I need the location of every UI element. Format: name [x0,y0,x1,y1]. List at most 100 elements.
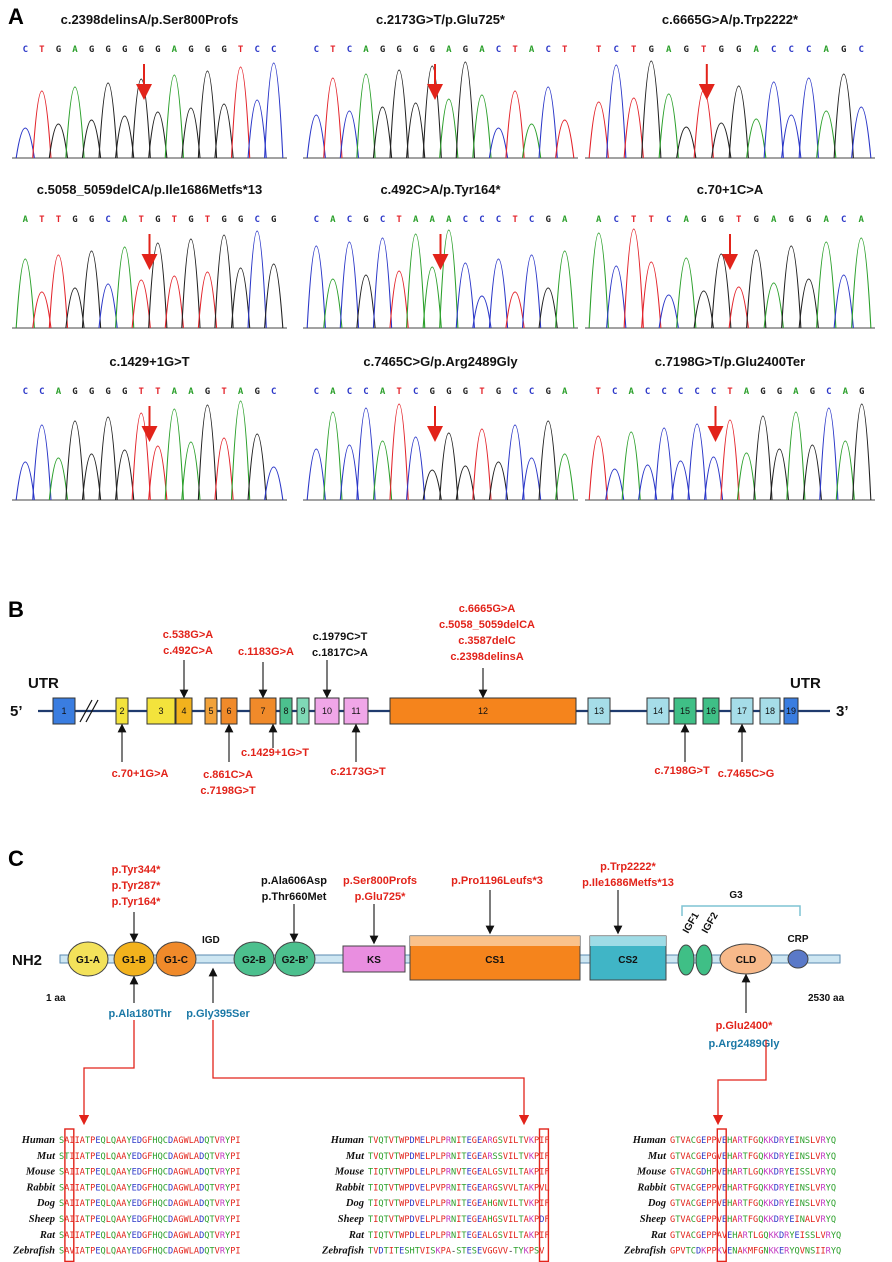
aligned-sequence: GTVACGDHPVEHARTLGQKKDRYEISSLVRYQ [670,1168,836,1178]
peak [816,241,837,329]
peak [786,411,806,501]
exon-number: 6 [226,706,231,716]
peak [15,461,35,501]
base-call: T [205,215,211,225]
base-call: G [777,387,782,397]
base-call: A [430,215,436,225]
base-call: C [314,45,319,55]
peak [505,90,525,159]
base-call: T [512,215,518,225]
base-call: C [512,387,517,397]
base-call: C [463,215,468,225]
peak [802,444,822,501]
peak [15,258,35,329]
base-call: G [754,215,759,225]
base-call: C [413,387,418,397]
species-label: Dog [647,1198,666,1209]
species-label: Human [21,1135,55,1146]
base-call: C [711,387,716,397]
peak [372,440,393,501]
exon-number: 7 [260,706,265,716]
domain-g1a: G1-A [76,955,100,966]
base-call: C [380,215,385,225]
base-call: A [666,45,672,55]
base-call: T [631,45,637,55]
peak [555,250,575,329]
aligned-sequence: TIQTVTWPDVELPLPRNITEGEAHGNVILTVKPIF [368,1199,550,1209]
base-call: G [105,387,110,397]
mutation-label: c.538G>A [163,629,214,641]
peak [306,245,326,329]
base-call: C [841,215,846,225]
base-call: C [314,387,319,397]
mutation-label: p.Gly395Ser [186,1008,250,1020]
base-call: G [122,387,127,397]
aligned-sequence: GTVACGEPPVEHARTFGQKKDRYEINSLVRYQ [670,1199,836,1209]
base-call: T [727,387,733,397]
peak [439,98,459,159]
mutation-label: c.7198G>T [200,785,256,797]
five-prime-end: 5’ [10,703,23,720]
mutation-label: p.Tyr164* [112,896,161,908]
species-label: Rat [348,1230,365,1241]
protein-structure: NH2 1 aa 2530 aa IGD G1-A G1-B G1-C G2-B… [12,861,845,1262]
peak [605,468,625,501]
aligned-sequence: SAIIATPEQLQAAYEDGFHQCDAGWLADQTVRYPI [59,1231,241,1241]
peak [181,441,201,501]
aligned-sequence: TVQTVTWPDMELPLPRNITEGEARGSVILTVKPIF [368,1136,550,1146]
peak [555,119,575,159]
domain-cld: CLD [736,955,757,966]
species-label: Mut [647,1151,667,1162]
peak [115,115,135,159]
peak [264,263,284,329]
mutation-label: c.7198G>T [654,765,710,777]
peak [181,238,201,329]
species-label: Mouse [25,1167,56,1178]
chromatogram-title: c.7198G>T/p.Glu2400Ter [655,354,805,369]
base-call: T [39,215,45,225]
peak [306,114,326,159]
exon-number: 11 [351,706,360,716]
peak [164,408,185,501]
base-call: C [314,215,319,225]
peak [230,267,251,329]
peak [32,291,52,329]
base-call: A [754,45,760,55]
base-call: A [596,215,602,225]
mutation-label: p.Thr660Met [262,891,327,903]
exon-number: 18 [765,706,775,716]
base-call: A [562,387,568,397]
peak [488,461,509,501]
domain-g1b: G1-B [122,955,146,966]
peak [422,469,442,501]
peak [81,250,102,329]
peak [623,97,644,159]
peak [164,275,185,329]
peak [81,453,102,501]
peak [538,420,558,501]
aligned-sequence: GTVACGEPPVEHARTFGQKKDRYEINSLVRYQ [670,1136,836,1146]
base-call: C [363,387,368,397]
peak [555,453,575,501]
peak [32,90,52,159]
base-call: C [271,45,276,55]
panel-letter-c: C [8,846,24,871]
base-call: A [793,387,799,397]
base-call: G [122,45,127,55]
base-call: G [719,45,724,55]
base-call: C [23,387,28,397]
exon-number: 14 [653,706,663,716]
peak [230,66,251,159]
species-label: Zebrafish [623,1246,666,1257]
peak [323,278,343,329]
base-call: G [684,45,689,55]
base-call: G [188,45,193,55]
base-call: G [545,387,550,397]
mutation-label: p.Arg2489Gly [709,1038,781,1050]
peak [711,122,732,159]
